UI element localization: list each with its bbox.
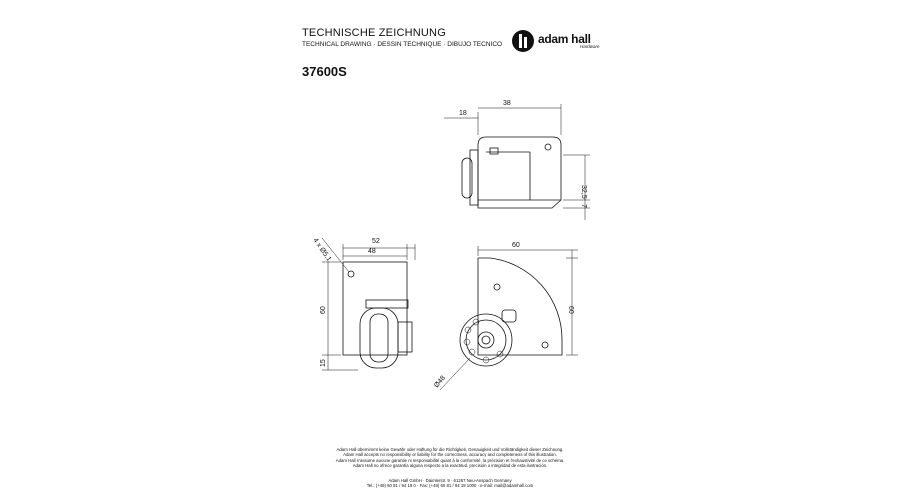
- disclaimer-fr: Adam Hall n'assume aucune garantie ni re…: [335, 457, 565, 463]
- dim-18: 18: [459, 110, 467, 117]
- logo-text: adam hall: [538, 32, 591, 46]
- top-view: [444, 104, 590, 220]
- dim-diameter: Ø48: [433, 375, 447, 390]
- front-view: [439, 246, 578, 391]
- logo-tagline: Hardware: [580, 44, 600, 49]
- dim-60-width: 60: [512, 242, 520, 249]
- disclaimer-es: Adam Hall no ofrece garantía alguna resp…: [352, 463, 548, 469]
- company-contact: Tel.: (+49) 60 81 / 94 19 0 · Fax: (+49)…: [366, 483, 534, 489]
- dim-32-5: 32,5: [580, 185, 587, 199]
- part-number: 37600S: [302, 64, 347, 79]
- company-address: Adam Hall GmbH · Daimlerstr. 9 · 61267 N…: [388, 478, 512, 483]
- dim-38: 38: [503, 100, 511, 107]
- dim-15: 15: [320, 359, 327, 367]
- disclaimer: Adam Hall übernimmt keine Gewähr oder Ha…: [300, 447, 600, 469]
- dim-48: 48: [368, 248, 376, 255]
- disclaimer-en: Adam Hall accepts no responsibility or l…: [343, 452, 557, 458]
- dim-60-left: 60: [320, 306, 327, 314]
- dim-hole: 4 x Ø5,1: [311, 237, 332, 263]
- disclaimer-de: Adam Hall übernimmt keine Gewähr oder Ha…: [336, 447, 564, 452]
- dim-52: 52: [372, 238, 380, 245]
- drawing-subtitle: TECHNICAL DRAWING · DESSIN TECHNIQUE · D…: [302, 41, 503, 48]
- dim-7: 7: [580, 204, 587, 208]
- drawing-title: TECHNISCHE ZEICHNUNG: [302, 27, 446, 39]
- side-view: [321, 237, 416, 371]
- company-info: Adam Hall GmbH · Daimlerstr. 9 · 61267 N…: [300, 478, 600, 489]
- adam-hall-logo-icon: [512, 30, 534, 52]
- dim-60-height: 60: [567, 306, 574, 314]
